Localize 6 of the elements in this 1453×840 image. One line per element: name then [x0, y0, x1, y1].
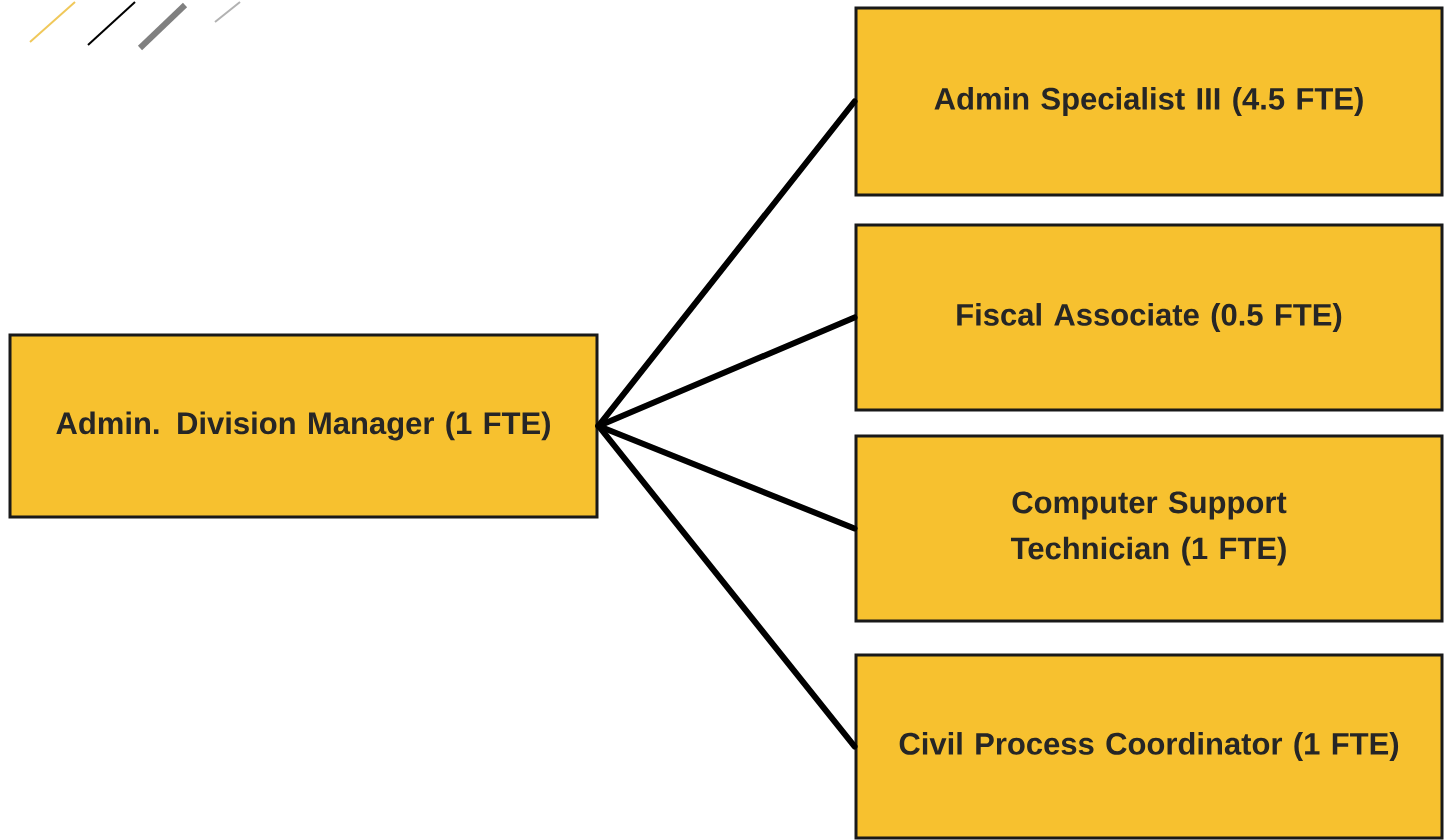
role-box: Computer Support Technician (1 FTE): [854, 434, 1444, 623]
role-box: Fiscal Associate (0.5 FTE): [854, 223, 1444, 412]
role-box: Civil Process Coordinator (1 FTE): [854, 653, 1444, 840]
role-box: Admin Specialist III (4.5 FTE): [854, 6, 1444, 197]
role-box: Admin. Division Manager (1 FTE): [8, 333, 599, 519]
connector-line: [595, 423, 858, 750]
